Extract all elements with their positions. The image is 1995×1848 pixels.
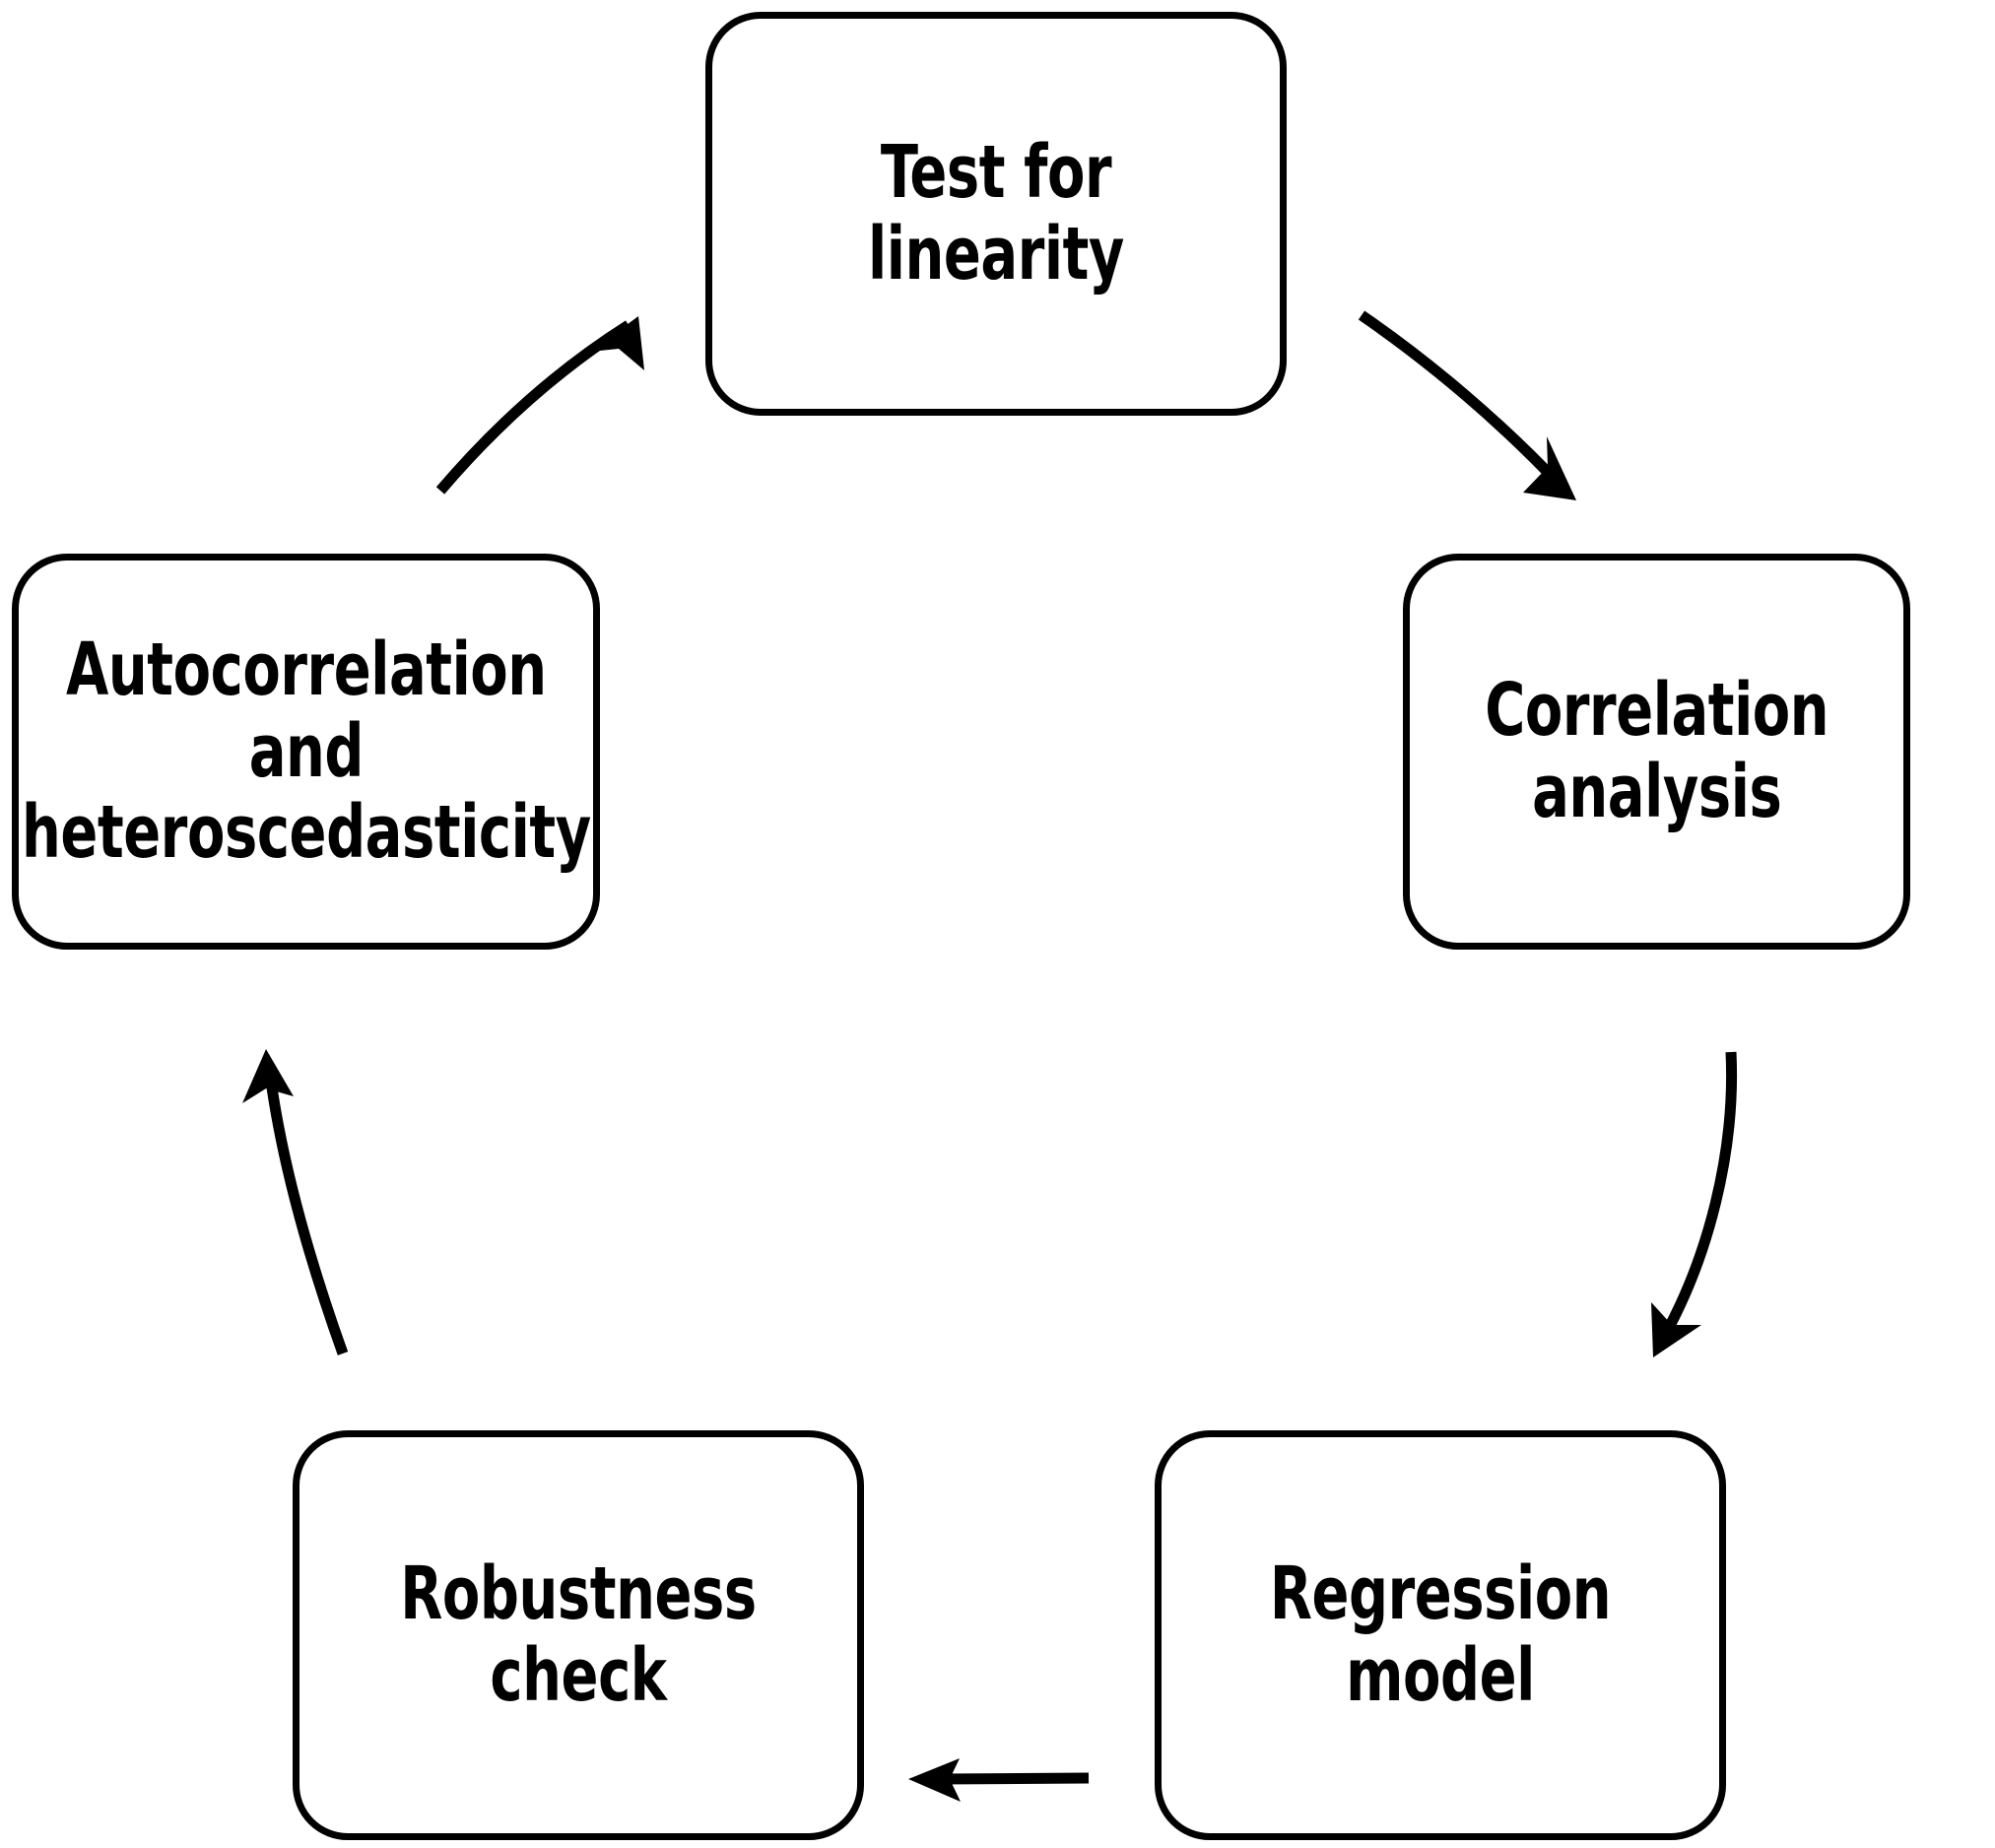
edge-autocorrelation-to-linearity xyxy=(435,316,644,495)
node-autocorrelation-heteroscedasticity[interactable]: Autocorrelation and heteroscedasticity xyxy=(12,554,600,950)
node-label-correlation-analysis: Correlation analysis xyxy=(1485,668,1829,834)
node-label-robustness-check: Robustness check xyxy=(400,1551,757,1718)
node-label-regression-model: Regression model xyxy=(1269,1551,1612,1718)
edge-regression-to-robustness xyxy=(908,1758,1090,1802)
node-test-for-linearity[interactable]: Test for linearity xyxy=(705,12,1287,416)
node-regression-model[interactable]: Regression model xyxy=(1155,1430,1726,1840)
edge-robustness-to-autocorrelation xyxy=(242,1049,349,1355)
edge-correlation-to-regression xyxy=(1651,1051,1738,1357)
node-label-test-for-linearity: Test for linearity xyxy=(868,130,1124,297)
node-robustness-check[interactable]: Robustness check xyxy=(293,1430,864,1840)
node-correlation-analysis[interactable]: Correlation analysis xyxy=(1403,554,1910,950)
edge-linearity-to-correlation xyxy=(1358,310,1576,500)
node-label-autocorrelation-heteroscedasticity: Autocorrelation and heteroscedasticity xyxy=(21,627,591,876)
